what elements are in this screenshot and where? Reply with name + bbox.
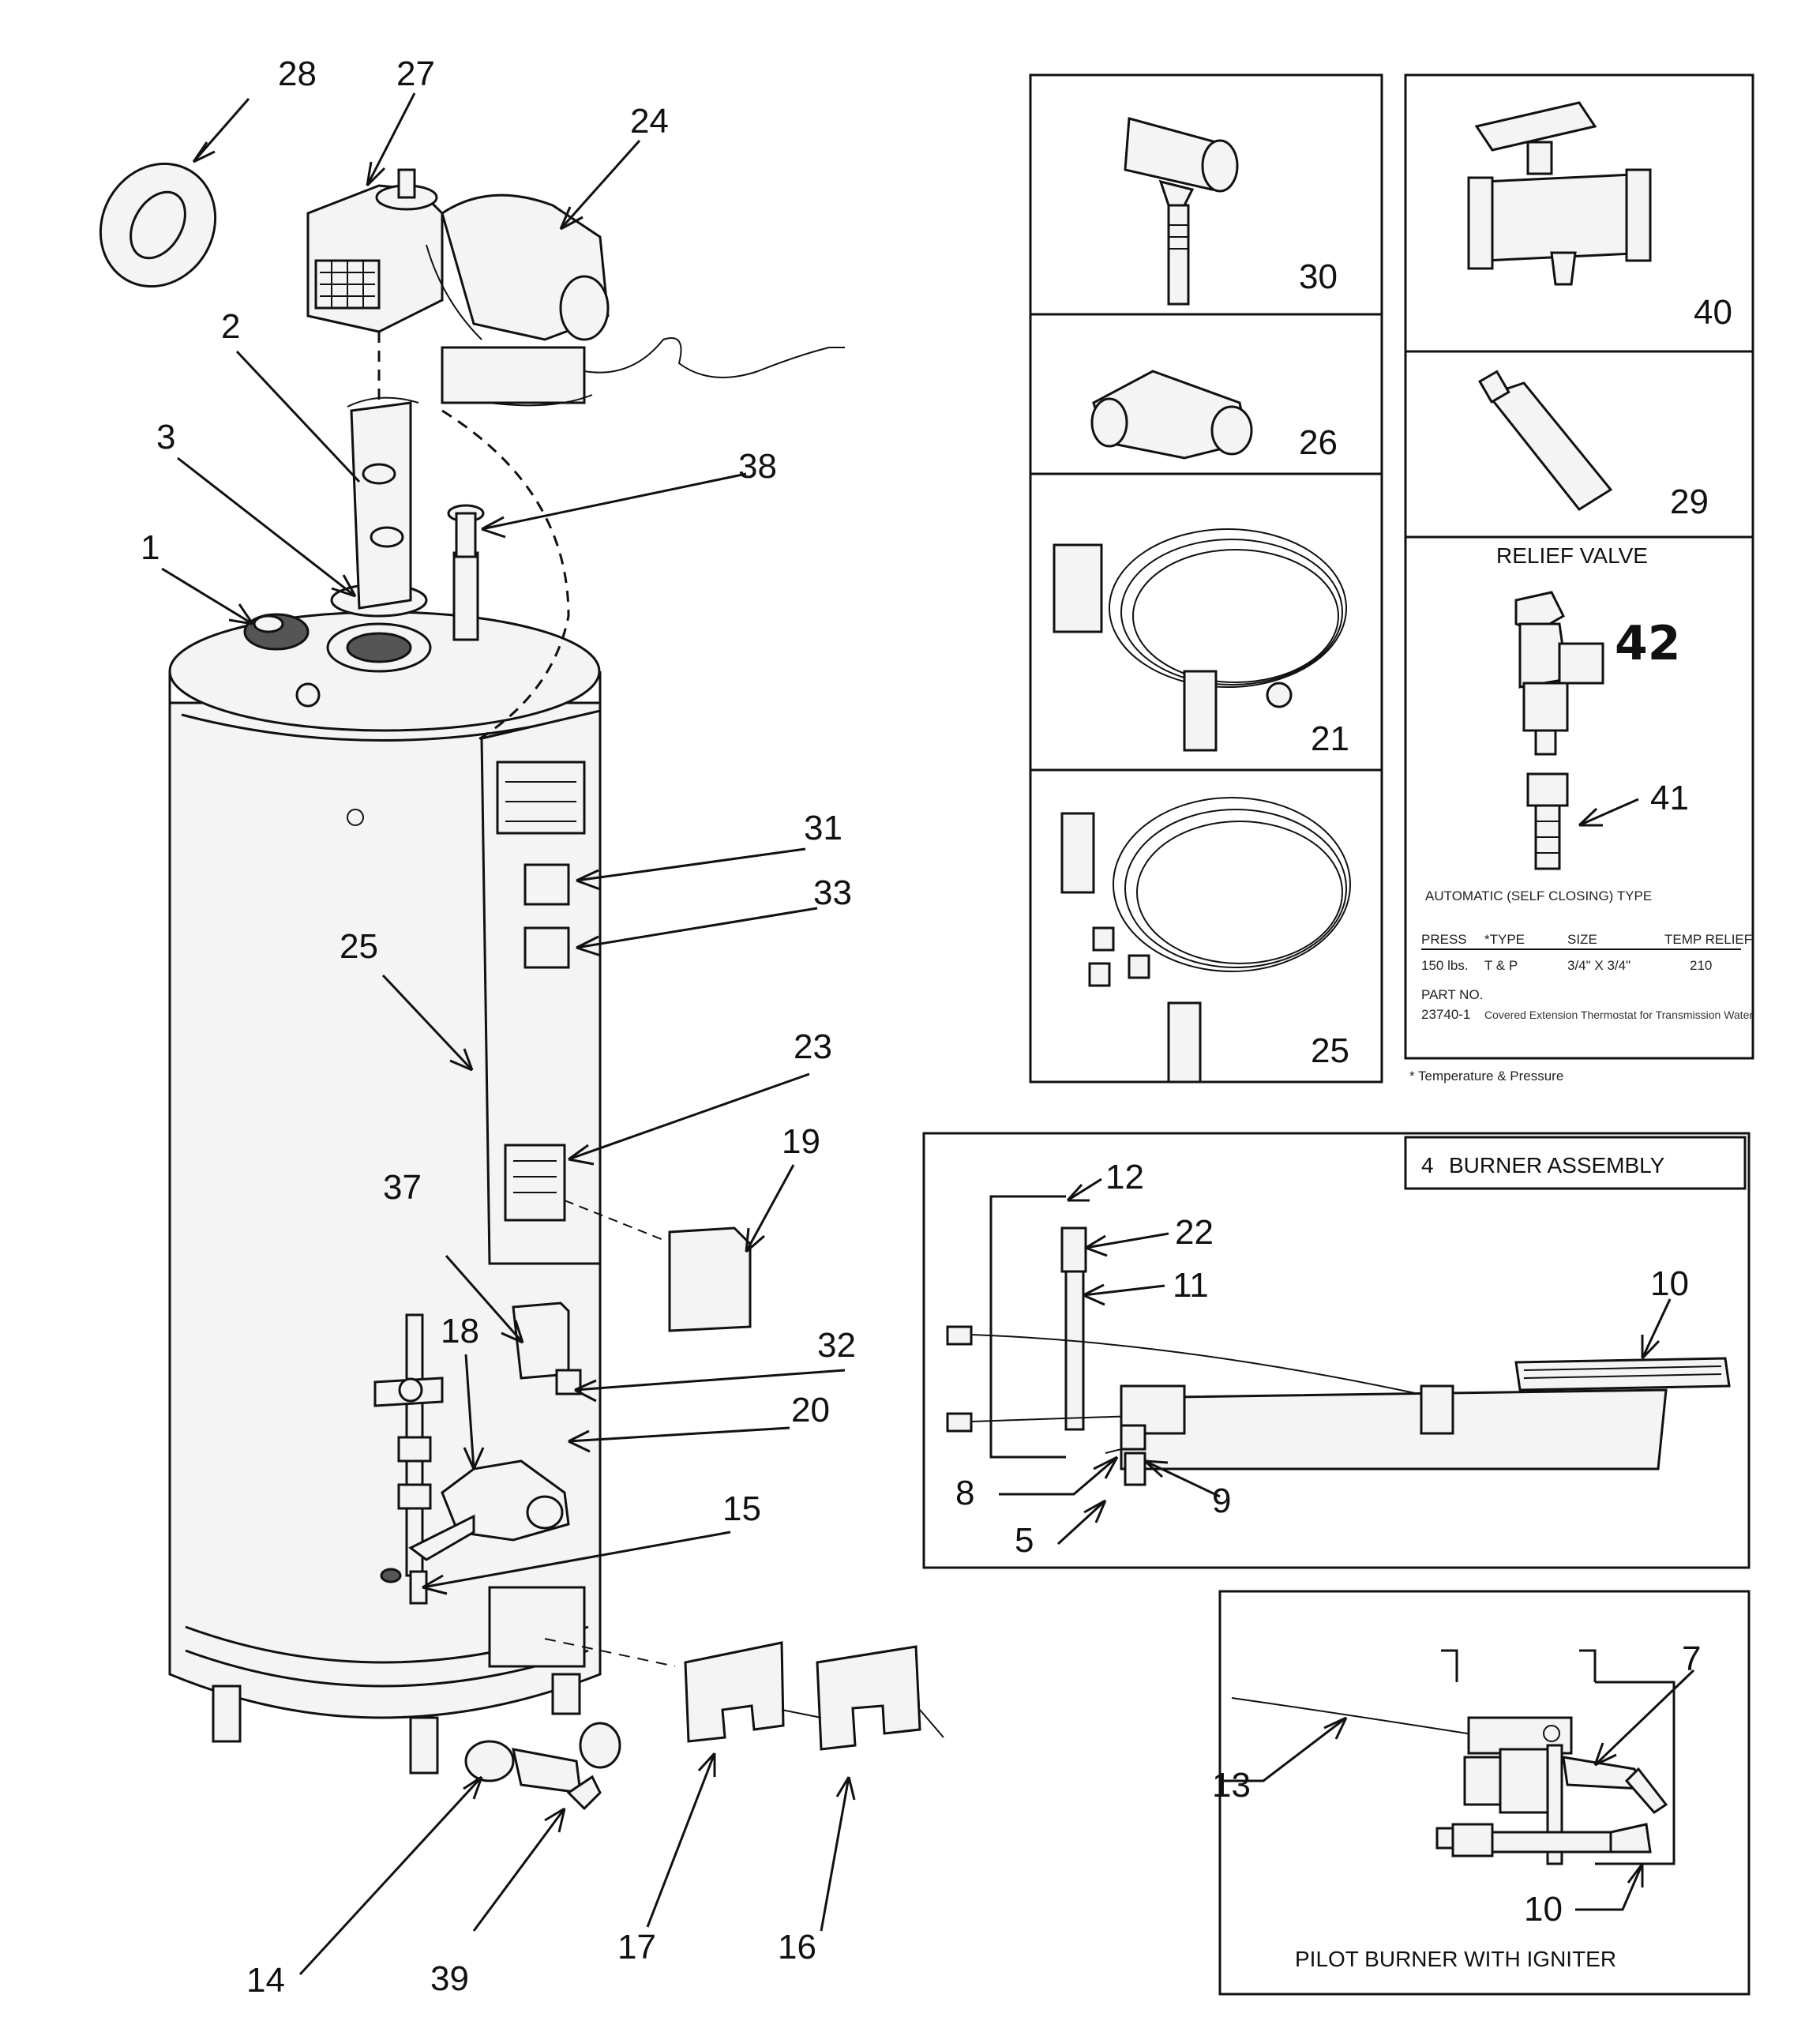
leader-lines — [161, 92, 856, 1976]
part-number-24: 24 — [630, 102, 669, 141]
pilot-burner-box — [1218, 1590, 1751, 1996]
accessory-panel-right: 40 29 RELIEF VALVE 42 41 AUTOMATIC (SELF… — [1404, 73, 1754, 1060]
part-number-25-harness: 25 — [1311, 1031, 1349, 1070]
part-number-5: 5 — [1015, 1521, 1034, 1560]
part-number-30: 30 — [1299, 257, 1338, 296]
vent-dashed-path — [441, 409, 570, 744]
flue-baffle — [347, 396, 419, 610]
temperature-pressure-footnote: * Temperature & Pressure — [1409, 1069, 1563, 1084]
part-number-27: 27 — [396, 54, 435, 93]
part-no-label: PART NO. — [1421, 987, 1483, 1002]
part-number-31: 31 — [804, 809, 842, 847]
spec-header-type: *TYPE — [1484, 932, 1525, 947]
elbow-fitting-26 — [1090, 370, 1253, 460]
thermostat-extension-41 — [1526, 772, 1569, 870]
spec-header-press: PRESS — [1421, 932, 1467, 947]
part-number-32: 32 — [817, 1326, 856, 1365]
part-number-17: 17 — [617, 1928, 656, 1966]
part-number-33: 33 — [813, 873, 852, 912]
power-vent-blower — [306, 168, 845, 407]
igniter-control — [504, 1144, 752, 1395]
spec-value-type: T & P — [1484, 958, 1518, 973]
part-number-12: 12 — [1105, 1158, 1144, 1196]
part-number-25: 25 — [340, 927, 378, 966]
part-number-39: 39 — [430, 1959, 469, 1998]
part-number-21: 21 — [1311, 719, 1349, 758]
part-number-18: 18 — [441, 1312, 479, 1350]
burner-assembly-title: BURNER ASSEMBLY — [1449, 1153, 1665, 1178]
part-number-40: 40 — [1694, 293, 1732, 332]
part-number-38: 38 — [738, 447, 777, 486]
part-number-11: 11 — [1173, 1266, 1209, 1305]
part-number-20: 20 — [791, 1391, 830, 1429]
tee-fitting-30 — [1124, 117, 1239, 306]
part-number-19: 19 — [782, 1122, 820, 1161]
spec-value-press: 150 lbs. — [1421, 958, 1469, 973]
tank-top-fittings — [243, 504, 485, 708]
relief-valve-42 — [1514, 591, 1604, 756]
part-number-7: 7 — [1682, 1640, 1701, 1678]
part-number-37: 37 — [383, 1168, 422, 1207]
drain-valve — [464, 1722, 621, 1811]
spec-header-size: SIZE — [1567, 932, 1597, 947]
part-no-note: Covered Extension Thermostat for Transmi… — [1484, 1008, 1753, 1021]
pilot-burner-title: PILOT BURNER WITH IGNITER — [1295, 1947, 1616, 1971]
ball-valve-40 — [1467, 101, 1652, 286]
part-number-22: 22 — [1175, 1213, 1214, 1252]
part-number-10-pilot: 10 — [1524, 1890, 1563, 1929]
part-number-1: 1 — [141, 528, 159, 567]
part-number-10: 10 — [1650, 1264, 1689, 1303]
flue-washer — [99, 162, 217, 288]
relief-valve-type-caption: AUTOMATIC (SELF CLOSING) TYPE — [1425, 888, 1652, 903]
accessory-panel-left: 30 26 21 25 — [1029, 73, 1383, 1084]
relief-valve-spec-table: PRESS *TYPE SIZE TEMP RELIEF 150 lbs. T … — [1421, 932, 1753, 1022]
access-covers — [544, 1638, 944, 1751]
part-number-26: 26 — [1299, 423, 1338, 462]
part-number-42: 42 — [1615, 616, 1681, 671]
wire-harness-25 — [1060, 797, 1351, 1084]
part-number-13: 13 — [1212, 1766, 1251, 1805]
sealant-tube-29 — [1478, 370, 1613, 511]
part-number-8: 8 — [955, 1474, 974, 1512]
spec-value-size: 3/4" X 3/4" — [1567, 958, 1630, 973]
burner-assembly-box: 4 BURNER ASSEMBLY — [922, 1132, 1751, 1569]
water-heater-tank — [168, 610, 602, 1775]
part-number-14: 14 — [246, 1961, 285, 2000]
part-number-23: 23 — [794, 1027, 832, 1066]
part-number-2: 2 — [221, 307, 240, 346]
spec-header-temp-relief: TEMP RELIEF — [1664, 932, 1752, 947]
part-number-28: 28 — [278, 54, 317, 93]
part-number-3: 3 — [156, 418, 175, 456]
part-no-value: 23740-1 — [1421, 1007, 1470, 1022]
relief-valve-title: RELIEF VALVE — [1496, 543, 1648, 568]
gas-valve-piping — [373, 1313, 570, 1605]
part-number-41: 41 — [1650, 779, 1689, 817]
burner-assembly-number: 4 — [1421, 1153, 1434, 1178]
part-number-16: 16 — [778, 1928, 816, 1966]
part-number-15: 15 — [722, 1489, 761, 1528]
wire-harness-21 — [1053, 528, 1347, 752]
part-number-9: 9 — [1212, 1482, 1231, 1520]
part-number-29: 29 — [1670, 483, 1709, 521]
spec-value-temp: 210 — [1690, 958, 1712, 973]
